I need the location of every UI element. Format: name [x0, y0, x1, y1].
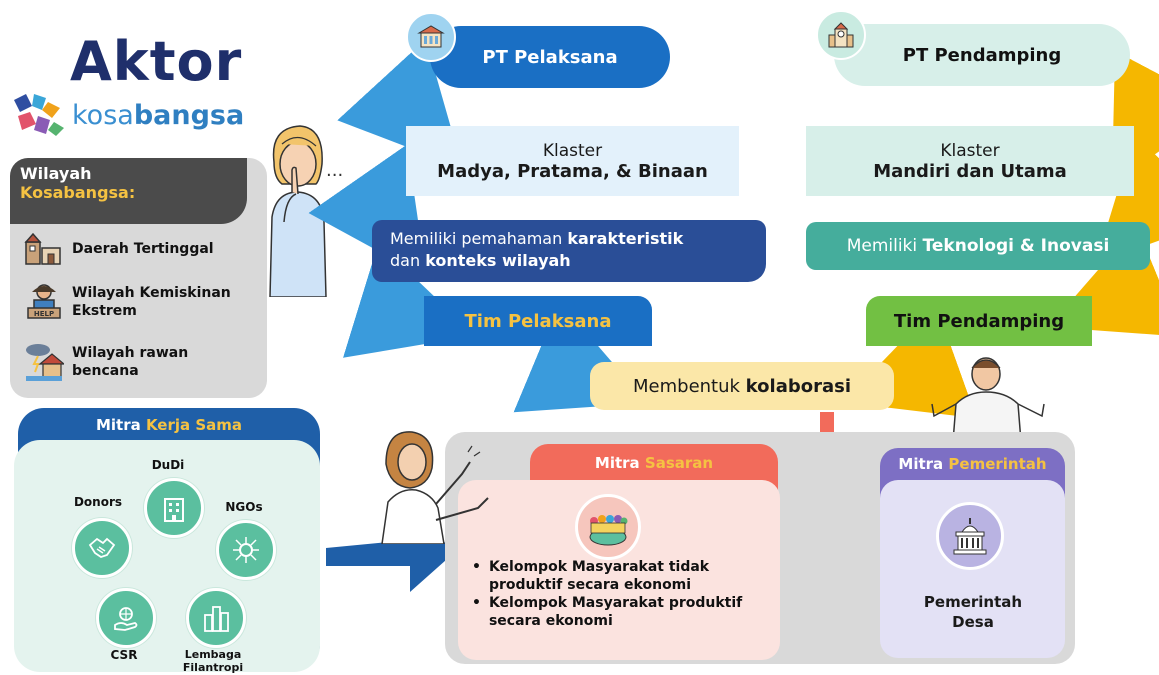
mitra-sasaran-title-yellow: Sasaran [644, 454, 714, 472]
arrow-tim-to-kolaborasi [513, 301, 648, 413]
pointing-woman-illustration [381, 431, 489, 544]
node-label-donors: Donors [73, 495, 123, 509]
crowd-globe-icon [575, 494, 641, 560]
wilayah-item-daerah-tertinggal: Daerah Tertinggal [24, 232, 214, 266]
desc-bold: karakteristik [567, 229, 684, 248]
wilayah-item-label-line2: bencana [72, 363, 139, 379]
mitra-pemerintah-title-yellow: Pemerintah [948, 455, 1047, 473]
kosabangsa-logo-icon [14, 94, 64, 136]
wilayah-panel: Wilayah Kosabangsa: Daerah Tertinggal HE… [10, 158, 267, 398]
arrow-pendamping-to-klaster [1111, 50, 1159, 186]
brand-part2: bangsa [133, 99, 245, 131]
kolaborasi-normal: Membentuk [633, 375, 740, 397]
bullet-line1: Kelompok Masyarakat tidak [488, 559, 710, 575]
tim-pelaksana-label: Tim Pelaksana [464, 310, 612, 332]
node-label-dudi: DuDi [151, 458, 185, 472]
tim-pelaksana-box: Tim Pelaksana [424, 296, 652, 346]
mitra-kerja-sama-title: Mitra Kerja Sama [18, 416, 320, 434]
list-item: • Kelompok Masyarakat produktif secara e… [472, 595, 743, 629]
arrow-desc-to-tim [342, 242, 476, 358]
desc-bold: konteks wilayah [425, 251, 571, 270]
label-line2: Desa [952, 613, 994, 631]
pendamping-desc-box: Memiliki Teknologi & Inovasi [806, 222, 1150, 270]
klaster-value: Mandiri dan Utama [873, 160, 1067, 182]
node-label-ngos: NGOs [225, 500, 263, 514]
handshake-icon [72, 518, 132, 578]
bullet-line2: produktif secara ekonomi [488, 577, 692, 593]
tim-pendamping-box: Tim Pendamping [866, 296, 1092, 346]
pelaksana-klaster-box: Klaster Madya, Pratama, & Binaan [406, 126, 739, 196]
svg-text:HELP: HELP [34, 310, 54, 318]
klaster-label: Klaster [542, 140, 603, 161]
pt-pendamping-label: PT Pendamping [902, 44, 1062, 66]
title-white: Mitra [95, 416, 146, 434]
klaster-value: Madya, Pratama, & Binaan [437, 160, 708, 182]
wilayah-heading-line2: Kosabangsa: [20, 183, 136, 202]
arrow-klaster-to-desc-right [1095, 135, 1159, 264]
wilayah-item-label-line2: Ekstrem [72, 303, 137, 319]
node-label-lembaga-filantropi: Lembaga Filantropi [172, 648, 254, 674]
desc-normal: dan [390, 251, 426, 270]
village-icon [24, 232, 61, 265]
tim-pendamping-label: Tim Pendamping [893, 310, 1065, 332]
pt-pelaksana-label: PT Pelaksana [482, 46, 618, 68]
page-title: Aktor [70, 30, 243, 93]
bullet-line2: secara ekonomi [488, 613, 613, 629]
desc-normal: Memiliki pemahaman [390, 229, 568, 248]
wilayah-item-kemiskinan-ekstrem: HELP Wilayah Kemiskinan Ekstrem [24, 282, 231, 322]
desc-bold: Teknologi & Inovasi [922, 236, 1110, 256]
help-sign-person-icon: HELP [27, 284, 61, 319]
list-item: • Kelompok Masyarakat tidak produktif se… [472, 559, 710, 593]
city-buildings-icon [186, 588, 246, 648]
pelaksana-desc-box: Memiliki pemahaman karakteristik dan kon… [372, 220, 766, 282]
pemerintah-desa-label: Pemerintah Desa [888, 592, 1058, 632]
label-line1: Pemerintah [923, 593, 1023, 611]
arrow-desc-to-tim-right [1048, 225, 1159, 337]
bullet-line1: Kelompok Masyarakat produktif [488, 595, 743, 611]
wilayah-item-label-line1: Wilayah Kemiskinan [72, 285, 231, 301]
kosabangsa-logo: kosabangsa [10, 92, 244, 138]
arrow-tim-to-kolaborasi-right [843, 305, 977, 419]
pt-pendamping-header: PT Pendamping [834, 24, 1130, 86]
mitra-sasaran-list: • Kelompok Masyarakat tidak produktif se… [472, 558, 772, 630]
building-icon [144, 478, 204, 538]
wilayah-heading: Wilayah Kosabangsa: [10, 158, 247, 224]
arrow-pelaksana-to-klaster [337, 39, 463, 169]
wilayah-item-label-line1: Wilayah rawan [72, 345, 189, 361]
kolaborasi-box: Membentuk kolaborasi [590, 362, 894, 410]
wilayah-heading-line1: Wilayah [20, 164, 92, 183]
clock-tower-building-icon [816, 10, 866, 60]
disaster-house-icon [26, 344, 64, 381]
title-yellow: Kerja Sama [145, 416, 243, 434]
brand-part1: kosa [72, 99, 134, 131]
network-globe-icon [216, 520, 276, 580]
pendamping-klaster-box: Klaster Mandiri dan Utama [806, 126, 1134, 196]
government-building-icon [936, 502, 1004, 570]
mitra-sasaran-title-white: Mitra [594, 454, 645, 472]
wilayah-item-rawan-bencana: Wilayah rawan bencana [24, 342, 188, 382]
label-line1: Lembaga [184, 648, 242, 661]
hand-globe-icon [96, 588, 156, 648]
klaster-label: Klaster [940, 140, 1000, 161]
kolaborasi-bold: kolaborasi [745, 375, 851, 397]
pt-pelaksana-header: PT Pelaksana [430, 26, 670, 88]
label-line2: Filantropi [182, 661, 244, 674]
mitra-pemerintah-title-white: Mitra [898, 455, 949, 473]
node-label-csr: CSR [110, 648, 138, 662]
wilayah-item-label: Daerah Tertinggal [72, 241, 214, 257]
university-building-icon [406, 12, 456, 62]
desc-normal: Memiliki [846, 236, 918, 256]
